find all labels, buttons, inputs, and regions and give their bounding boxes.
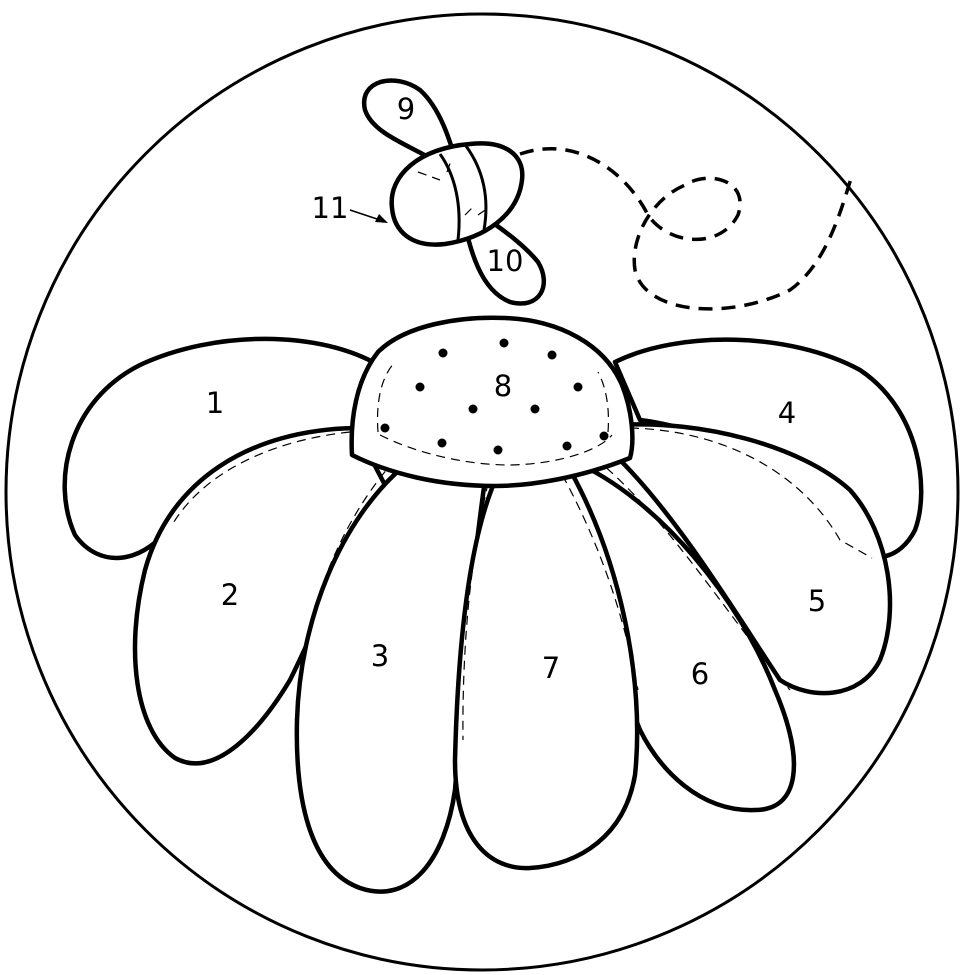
label-petal-7: 7 xyxy=(542,651,560,685)
label-bee-body: 11 xyxy=(312,191,349,225)
center-dot xyxy=(439,349,448,358)
label-petal-6: 6 xyxy=(691,657,709,691)
label-bee-wing-bottom: 10 xyxy=(487,244,524,278)
label-petal-2: 2 xyxy=(221,578,239,612)
bee-pointer-arrowhead xyxy=(375,214,388,223)
label-petal-5: 5 xyxy=(808,584,826,618)
label-petal-3: 3 xyxy=(371,639,389,673)
center-dot xyxy=(563,442,572,451)
center-dot xyxy=(494,446,503,455)
flower-center xyxy=(352,318,633,486)
center-dot xyxy=(469,405,478,414)
center-dot xyxy=(574,383,583,392)
center-dot xyxy=(500,339,509,348)
center-dot xyxy=(531,405,540,414)
label-petal-4: 4 xyxy=(778,396,796,430)
label-flower-center: 8 xyxy=(494,369,512,403)
center-dot xyxy=(381,424,390,433)
bee-pointer-arrow xyxy=(350,210,380,220)
center-dot xyxy=(600,432,609,441)
label-petal-1: 1 xyxy=(206,386,224,420)
label-bee-wing-top: 9 xyxy=(397,92,415,126)
center-dot xyxy=(438,439,447,448)
center-dot xyxy=(416,383,425,392)
center-dot xyxy=(548,351,557,360)
bee-flight-path xyxy=(520,149,852,309)
